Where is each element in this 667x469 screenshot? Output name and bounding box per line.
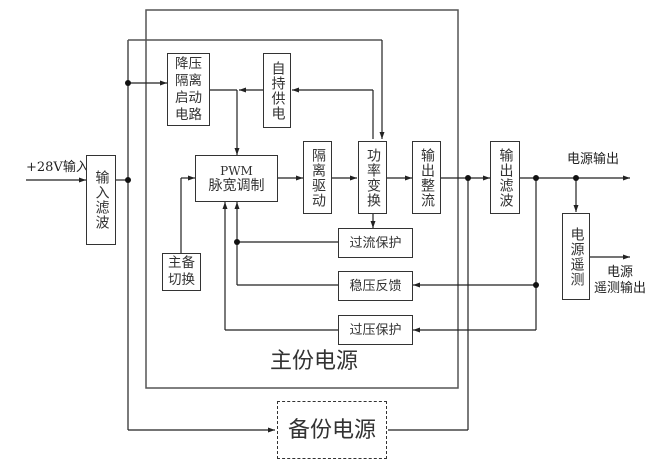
power-conversion-block: 功率变换 (358, 141, 387, 214)
voltage-feedback-block: 稳压反馈 (338, 271, 413, 301)
output-rectifier-block: 输出整流 (412, 141, 441, 214)
main-backup-switch-text: 主备切换 (168, 255, 195, 288)
main-power-label: 主份电源 (270, 349, 359, 374)
overcurrent-protection-block: 过流保护 (338, 228, 413, 258)
junction-dot (533, 175, 539, 181)
power-telemetry-block: 电源遥测 (562, 213, 590, 300)
overvoltage-protection-block: 过压保护 (338, 315, 413, 345)
output-filter-block: 输出滤波 (490, 141, 520, 214)
pwm-title: PWM (220, 163, 253, 178)
junction-dot (533, 282, 539, 288)
input-filter-block: 输入滤波 (86, 155, 116, 245)
junction-dot (125, 80, 131, 86)
pwm-subtitle: 脉宽调制 (208, 177, 265, 194)
telemetry-output-label: 电源 遥测输出 (594, 265, 646, 297)
backup-power-block: 备份电源 (277, 401, 387, 459)
junction-dot (234, 239, 240, 245)
step-down-start-block: 降压隔离启动电路 (167, 53, 210, 126)
junction-dot (125, 177, 131, 183)
pwm-block: PWM 脉宽调制 (195, 155, 278, 202)
self-supply-block: 自持供电 (263, 53, 291, 128)
main-power-frame (145, 9, 459, 389)
step-down-start-text: 降压隔离启动电路 (175, 55, 202, 123)
telemetry-output-line1: 电源 (607, 265, 634, 280)
input-label: +28V输入 (26, 160, 89, 175)
main-backup-switch-block: 主备切换 (162, 253, 201, 291)
junction-dot (573, 175, 579, 181)
junction-dot (465, 175, 471, 181)
telemetry-output-line2: 遥测输出 (594, 281, 647, 296)
power-output-label: 电源输出 (567, 152, 620, 167)
isolation-drive-block: 隔离驱动 (303, 141, 332, 214)
